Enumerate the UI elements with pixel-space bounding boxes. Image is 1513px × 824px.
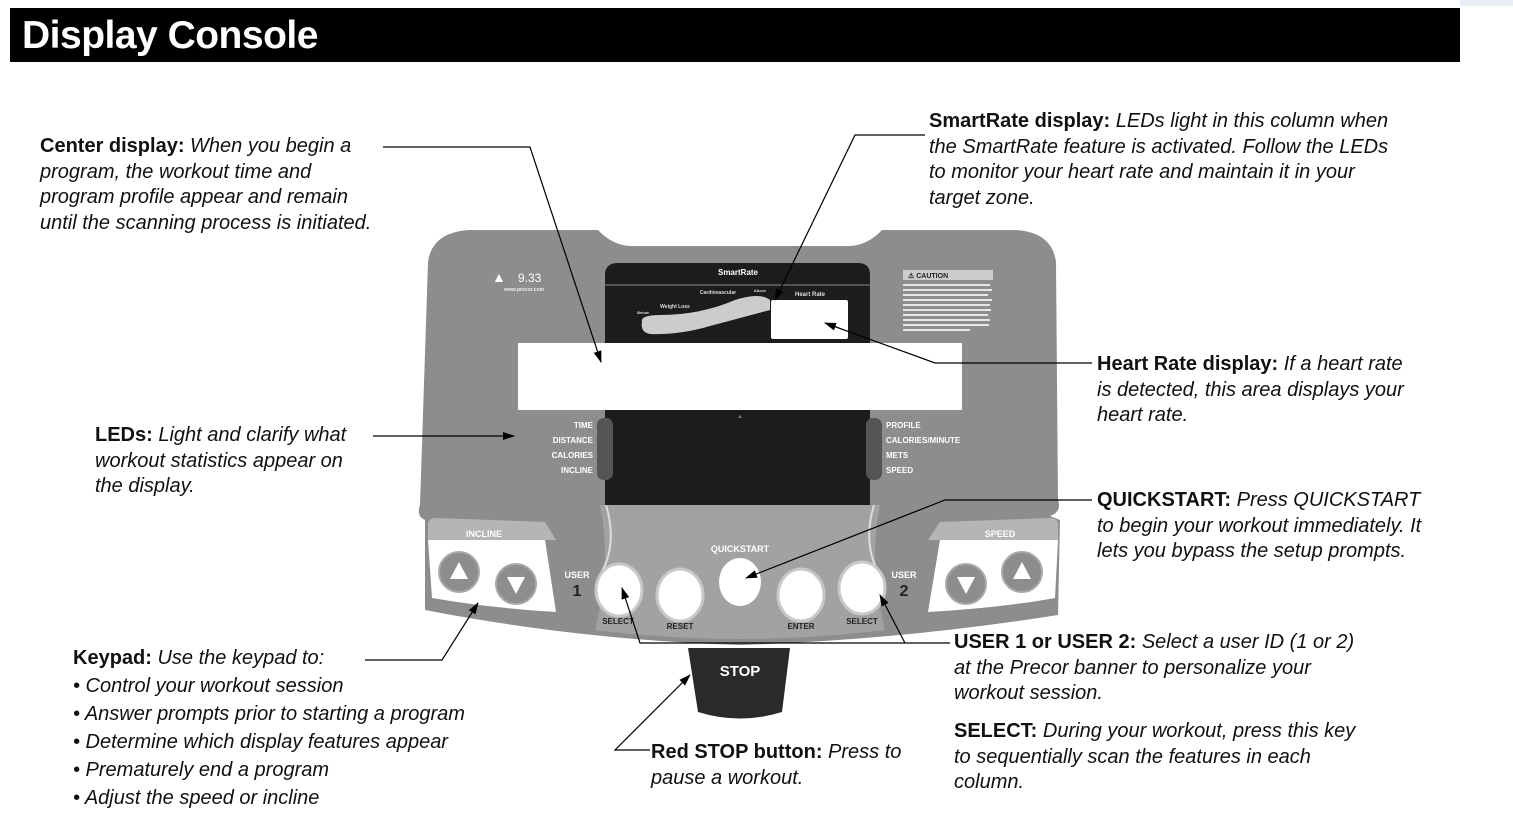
enter-button[interactable] [776,567,826,623]
stop-button[interactable] [688,648,790,719]
zone-cardiovascular: Cardiovascular [700,290,736,296]
model-number: 9.33 [518,271,542,285]
reset-button[interactable] [655,567,705,623]
select-left-label: SELECT [602,617,634,626]
user2-word: USER [891,570,917,580]
led-incline: INCLINE [561,466,594,475]
smartrate-title: SmartRate [718,268,759,277]
led-time: TIME [574,421,594,430]
zone-above: Above [754,288,767,293]
model-logo: ▲ [492,269,506,285]
callout-leds: LEDs: Light and clarify what workout sta… [95,424,347,497]
callout-center-display: Center display: When you begin a program… [40,135,372,234]
speed-label: SPEED [985,529,1016,539]
caution-fine-print [903,284,992,331]
led-speed: SPEED [886,466,913,475]
keypad-bullet: • Answer prompts prior to starting a pro… [73,702,465,725]
reset-label: RESET [667,622,694,631]
callout-stop: Red STOP button: Press to pause a workou… [651,741,902,789]
callout-smartrate: SmartRate display: LEDs light in this co… [929,110,1389,209]
right-led-strip [866,418,882,480]
callout-select: SELECT: During your workout, press this … [954,720,1356,793]
user1-number: 1 [573,583,582,600]
select-right-label: SELECT [846,617,878,626]
enter-label: ENTER [787,622,814,631]
incline-label: INCLINE [466,529,502,539]
zone-weight-loss: Weight Loss [660,304,690,310]
stop-label: STOP [720,663,761,680]
page-title: Display Console [22,14,318,57]
caution-label: ⚠ CAUTION [908,272,948,280]
smartrate-led-column [641,296,770,335]
left-led-strip [597,418,613,480]
led-calories-minute: CALORIES/MINUTE [886,436,961,445]
section-header: Display Console [10,8,1460,62]
user2-number: 2 [900,583,909,600]
led-distance: DISTANCE [553,436,594,445]
led-calories: CALORIES [552,451,594,460]
callout-user: USER 1 or USER 2: Select a user ID (1 or… [954,631,1355,704]
page-edge [1460,0,1513,6]
keypad-bullet: • Determine which display features appea… [73,730,448,753]
quickstart-button[interactable] [719,558,761,606]
heart-rate-display [771,300,848,339]
keypad-bullet: • Control your workout session [73,674,344,697]
led-profile: PROFILE [886,421,921,430]
center-display [518,343,962,410]
zone-below: Below [637,310,650,315]
callout-keypad: Keypad: Use the keypad to: • Control you… [73,646,465,812]
website: www.precor.com [503,287,544,293]
svg-text:▲: ▲ [737,414,743,420]
quickstart-label: QUICKSTART [711,544,770,554]
heart-rate-label: Heart Rate [795,292,826,298]
user1-word: USER [564,570,590,580]
leader-lines [365,134,1092,751]
led-mets: METS [886,451,909,460]
user1-select-button[interactable] [594,562,644,618]
callout-heart-rate: Heart Rate display: If a heart rate is d… [1097,353,1404,426]
callout-quickstart: QUICKSTART: Press QUICKSTART to begin yo… [1097,489,1422,562]
keypad-bullet: • Adjust the speed or incline [73,786,320,809]
keypad-bullet: • Prematurely end a program [73,758,330,781]
user2-select-button[interactable] [837,560,887,616]
